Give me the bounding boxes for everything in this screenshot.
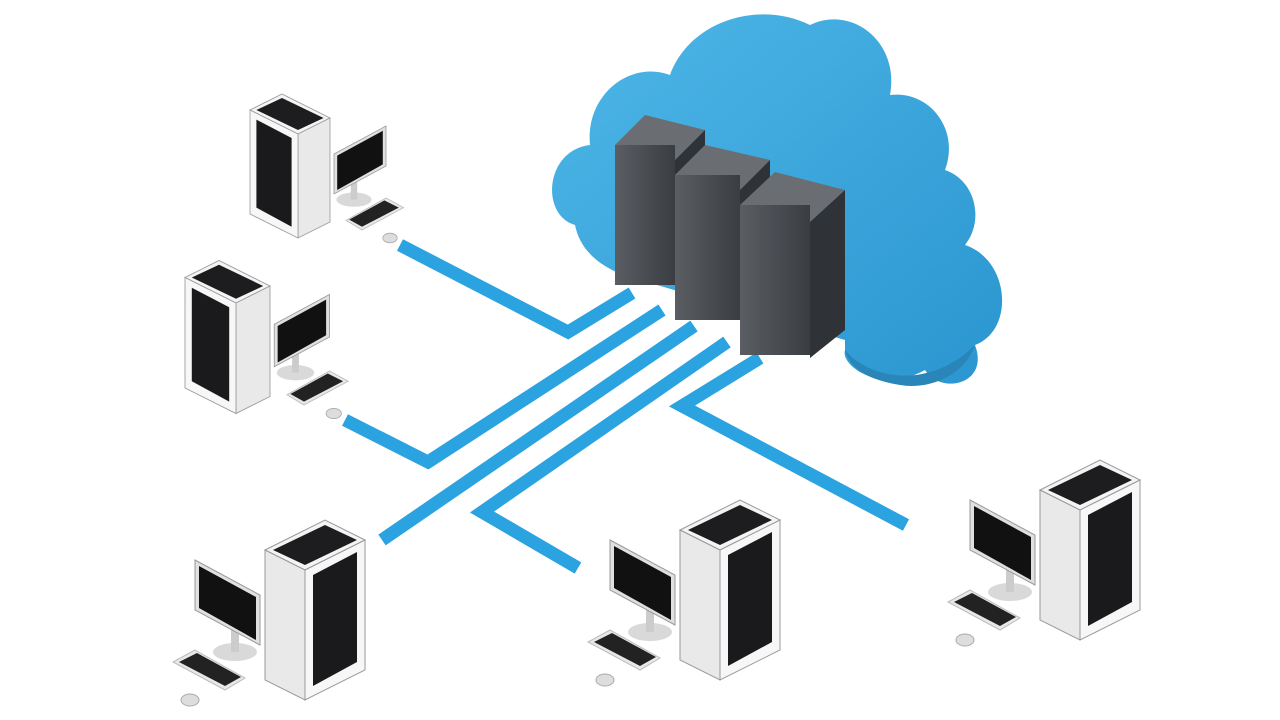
server-3 (740, 172, 845, 358)
cable-4 (469, 336, 731, 574)
cables (342, 239, 910, 574)
server-rack (615, 115, 845, 358)
cable-5 (668, 352, 910, 531)
cable-3 (378, 320, 698, 546)
cable-2 (342, 304, 666, 470)
cable-1 (397, 239, 636, 340)
